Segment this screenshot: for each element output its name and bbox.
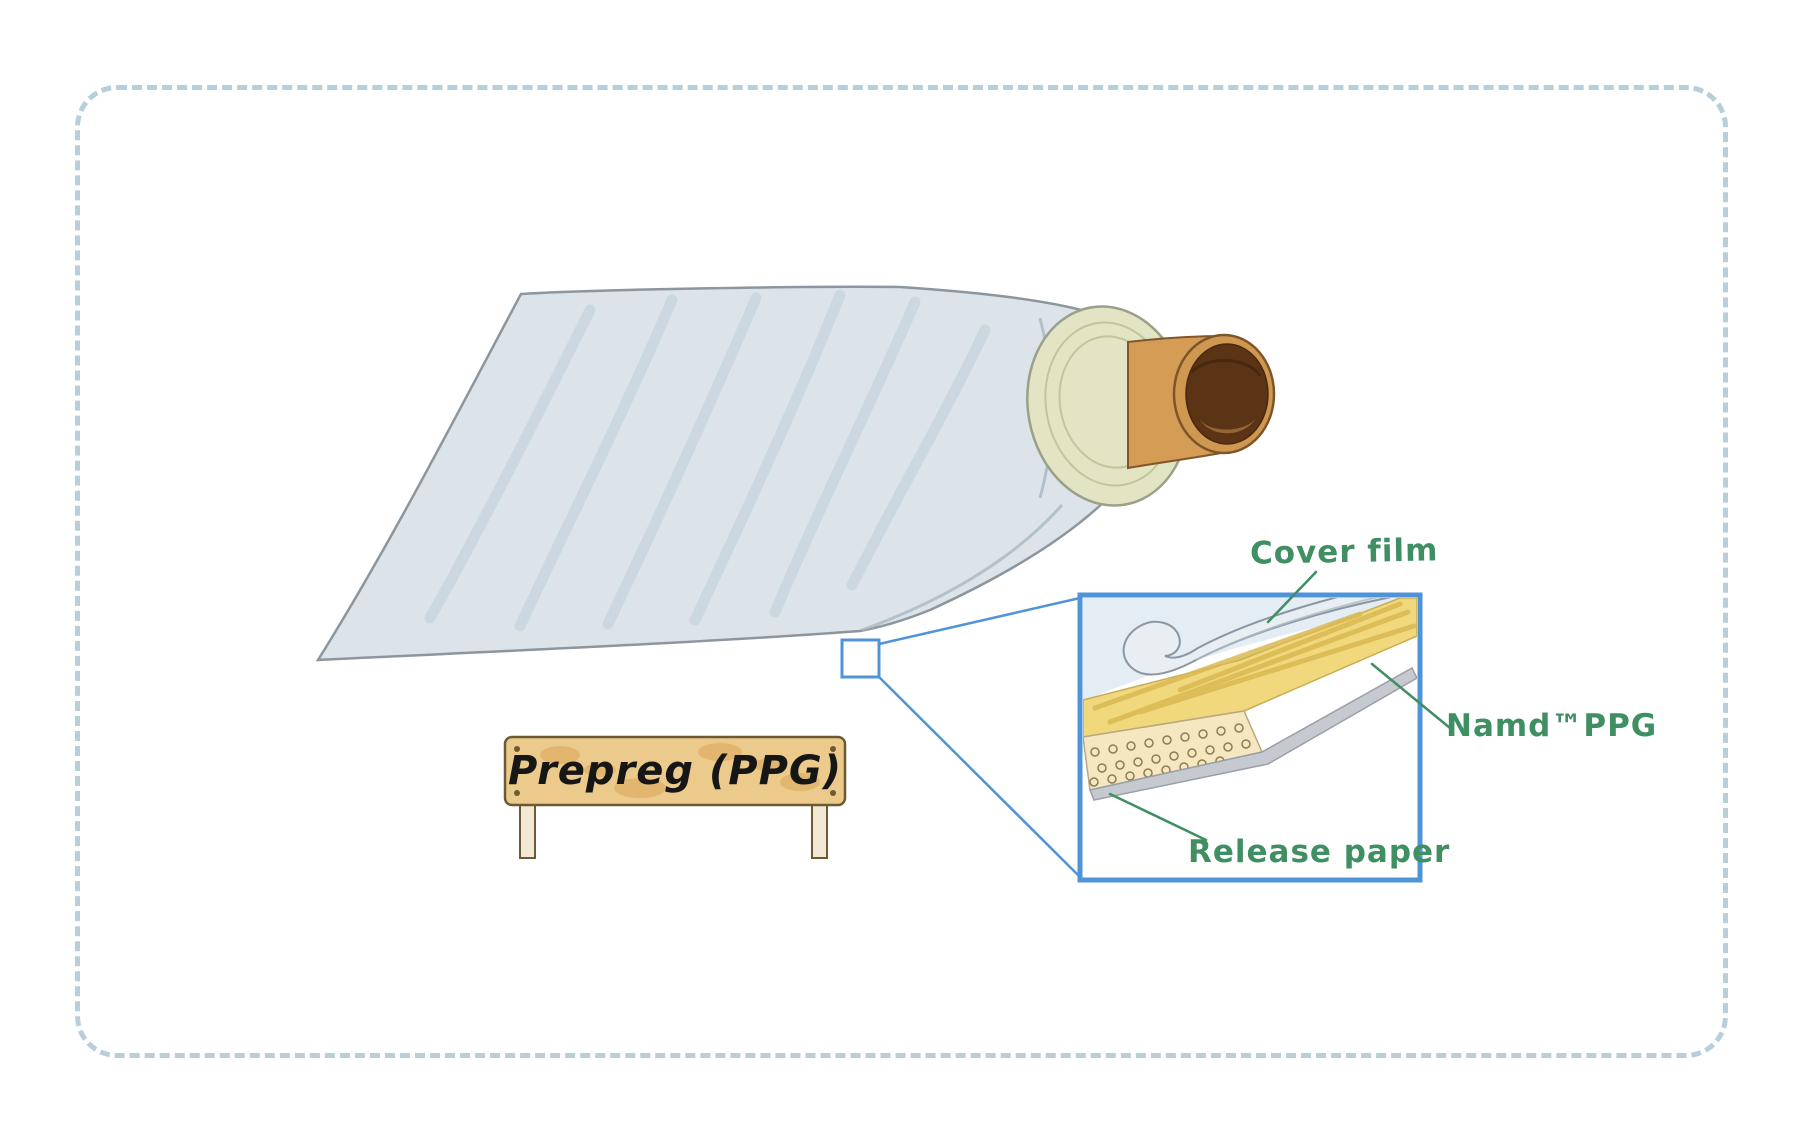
prepreg-sheet bbox=[315, 285, 1117, 662]
sign-nails bbox=[514, 746, 836, 796]
inset-border bbox=[1077, 592, 1423, 883]
sign-label: Prepreg (PPG) bbox=[507, 748, 842, 794]
release-paper-pointer bbox=[1108, 792, 1208, 842]
namd-ppg-layer bbox=[1083, 598, 1417, 738]
release-paper-label: Release paper bbox=[1188, 834, 1451, 870]
cover-film-pointer bbox=[1266, 570, 1318, 624]
sign-board bbox=[503, 735, 847, 859]
dashed-border-frame bbox=[75, 85, 1728, 1058]
cover-film-label: Cover film bbox=[1249, 532, 1439, 572]
label-pointer-lines bbox=[1108, 570, 1452, 842]
zoom-source-square bbox=[840, 638, 881, 679]
inset-magnified-view bbox=[1077, 592, 1423, 883]
namd-ppg-pointer bbox=[1370, 662, 1452, 730]
roll-end bbox=[1026, 305, 1276, 507]
cover-film-layer bbox=[1122, 598, 1392, 676]
zoom-indicator bbox=[840, 596, 1081, 878]
namd-ppg-label: Namd™PPG bbox=[1446, 708, 1658, 744]
bottom-edge-strip bbox=[1088, 666, 1417, 801]
